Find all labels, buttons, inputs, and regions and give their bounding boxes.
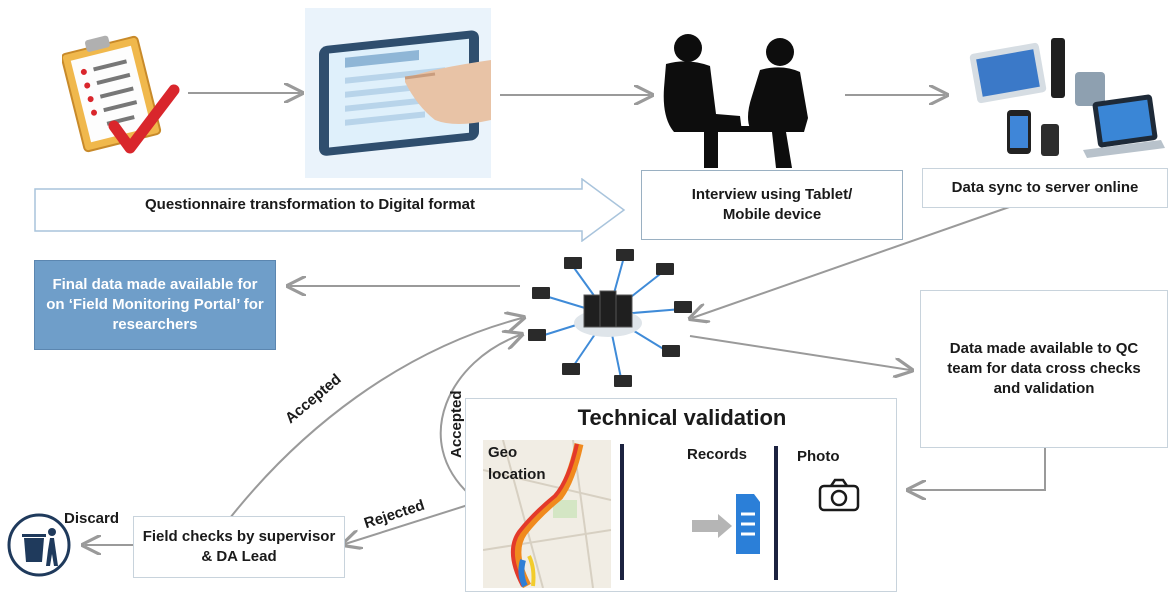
final-data-box: Final data made available for on ‘Field … [34, 260, 276, 350]
trash-icon [7, 513, 71, 577]
arrow-field-accepted [229, 318, 522, 519]
divider-right [774, 446, 778, 580]
technical-validation-title: Technical validation [577, 405, 787, 430]
sync-step-label: Data sync to server online [951, 179, 1139, 196]
geo-location-label: Geo location [488, 444, 546, 483]
digitize-step-label: Questionnaire transformation to Digital … [144, 196, 476, 213]
accepted-label-validation: Accepted [448, 390, 465, 458]
photo-label: Photo [797, 448, 840, 465]
interview-silhouette-icon [663, 34, 808, 168]
arrow-validation-accepted [439, 335, 520, 496]
sync-step-box: Data sync to server online [922, 168, 1168, 208]
checklist-icon [62, 35, 180, 154]
arrow-sync-to-server [692, 204, 1016, 318]
camera-icon [818, 478, 860, 512]
digitize-arrow-shape [34, 178, 626, 242]
interview-step-box: Interview using Tablet/ Mobile device [641, 170, 903, 240]
discard-label: Discard [64, 510, 120, 527]
qc-team-box: Data made available to QC team for data … [920, 290, 1168, 448]
arrow-rejected [345, 504, 469, 544]
document-icon [692, 494, 760, 554]
server-network-icon [528, 249, 692, 387]
field-checks-box: Field checks by supervisor & DA Lead [133, 516, 345, 578]
final-data-label: Final data made available for on ‘Field … [46, 276, 264, 333]
devices-icon [969, 38, 1165, 158]
arrow-server-to-qc [689, 335, 910, 370]
arrow-qc-to-validation [910, 446, 1046, 490]
qc-team-label: Data made available to QC team for data … [947, 340, 1141, 397]
map-icon [483, 440, 611, 588]
records-label: Records [687, 446, 748, 463]
tablet-icon [305, 8, 491, 178]
divider-left [620, 444, 624, 580]
interview-step-label: Interview using Tablet/ Mobile device [691, 186, 853, 223]
field-checks-label: Field checks by supervisor & DA Lead [142, 528, 336, 565]
